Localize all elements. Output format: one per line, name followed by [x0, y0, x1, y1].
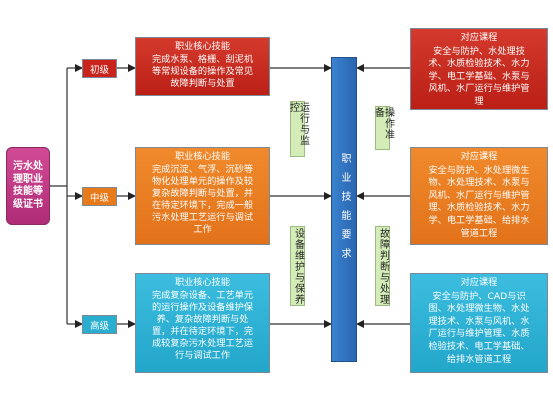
skill-line: 污水处理工艺运行与调试: [151, 212, 254, 223]
course-line: 物、水处理技术、水泵与: [428, 177, 530, 189]
side-label-preparation-text: 操作准备: [372, 107, 394, 140]
level-advanced: 高级: [82, 315, 117, 334]
skill-line: 等常规设备的操作及常见: [151, 66, 254, 77]
skill-line: 工作: [193, 224, 212, 235]
course-line: 图、水处理微生物、水处: [428, 303, 530, 315]
course-line: 学、电工学基础、给排水: [428, 214, 530, 226]
skill-box-advanced: 职业核心技能 完成复杂设备、工艺单元 的运行操作及设备维护保 养、复杂故障判断与…: [135, 273, 270, 373]
course-line: 厂运行与维护管理、水质: [428, 328, 530, 340]
center-label: 职业技能要求: [339, 152, 350, 267]
course-box-beginner: 对应课程 安全与防护、水处理技 术、水质检验技术、水力 学、电工学基础、水泵与 …: [410, 28, 548, 110]
level-beginner-label: 初级: [89, 64, 109, 76]
skill-line: 行与调试工作: [174, 350, 231, 361]
skill-line: 物化处理单元的操作及较: [151, 176, 254, 187]
course-box-advanced: 对应课程 安全与防护、CAD与识 图、水处理微生物、水处 理技术、水泵与风机、水…: [410, 273, 548, 373]
skill-line: 的运行操作及设备维护保: [151, 302, 254, 313]
course-line: 安全与防护、水处理微生: [428, 164, 530, 176]
skill-title: 职业核心技能: [174, 151, 231, 162]
course-line: 检验技术、电工学基础、: [428, 340, 530, 352]
course-line: 学、电工学基础、水泵与: [428, 70, 530, 82]
course-line: 理: [474, 95, 484, 107]
course-line: 理、水质检验技术、水力: [428, 202, 530, 214]
side-label-maintenance: 设备维护与保养: [290, 226, 305, 306]
course-line: 给排水管道工程: [446, 353, 512, 365]
level-intermediate: 中级: [82, 187, 117, 206]
side-label-preparation: 操作准备: [372, 106, 394, 150]
course-box-intermediate: 对应课程 安全与防护、水处理微生 物、水处理技术、水泵与 风机、水厂运行与维护管…: [410, 147, 548, 245]
course-title: 对应课程: [460, 32, 498, 43]
skill-title: 职业核心技能: [174, 277, 231, 288]
level-beginner: 初级: [82, 59, 117, 78]
skill-line: 完成水泵、格栅、刮泥机: [151, 54, 254, 65]
certificate-label: 污水处理职业技能等级证书: [13, 161, 43, 210]
course-line: 理技术、水泵与风机、水: [428, 315, 530, 327]
skill-line: 故障判断与处置: [170, 78, 235, 89]
skill-line: 在待定环境下，完成一般: [151, 200, 254, 211]
skill-line: 养、复杂故障判断与处: [156, 314, 249, 325]
skill-box-intermediate: 职业核心技能 完成沉淀、气浮、沉砂等 物化处理单元的操作及较 复杂故障判断与处置…: [135, 147, 270, 245]
course-line: 风机、水厂运行与维护管: [428, 189, 530, 201]
course-line: 安全与防护、水处理技: [433, 45, 525, 57]
course-title: 对应课程: [460, 151, 498, 162]
side-label-fault: 故障判断与处理: [375, 226, 390, 306]
course-line: 风机、水厂运行与维护管: [428, 83, 530, 95]
center-requirements: 职业技能要求: [331, 57, 357, 362]
skill-line: 复杂故障判断与处置，并: [151, 188, 254, 199]
certificate-box: 污水处理职业技能等级证书: [6, 147, 50, 225]
skill-line: 完成沉淀、气浮、沉砂等: [151, 164, 254, 175]
skill-line: 完成复杂设备、工艺单元: [151, 290, 254, 301]
course-line: 管道工程: [460, 227, 498, 239]
level-advanced-label: 高级: [89, 320, 109, 332]
level-intermediate-label: 中级: [89, 192, 109, 204]
side-label-monitoring-text: 运行与监控: [287, 102, 309, 146]
side-label-maintenance-text: 设备维护与保养: [292, 227, 304, 305]
course-title: 对应课程: [460, 277, 498, 288]
side-label-fault-text: 故障判断与处理: [377, 227, 389, 305]
skill-line: 置，并在待定环境下，完: [151, 326, 254, 337]
side-label-monitoring: 运行与监控: [287, 101, 309, 157]
skill-title: 职业核心技能: [174, 41, 231, 52]
course-line: 术、水质检验技术、水力: [428, 58, 530, 70]
skill-line: 成较复杂污水处理工艺运: [151, 338, 254, 349]
course-line: 安全与防护、CAD与识: [432, 290, 526, 302]
skill-box-beginner: 职业核心技能 完成水泵、格栅、刮泥机 等常规设备的操作及常见 故障判断与处置: [135, 37, 270, 96]
